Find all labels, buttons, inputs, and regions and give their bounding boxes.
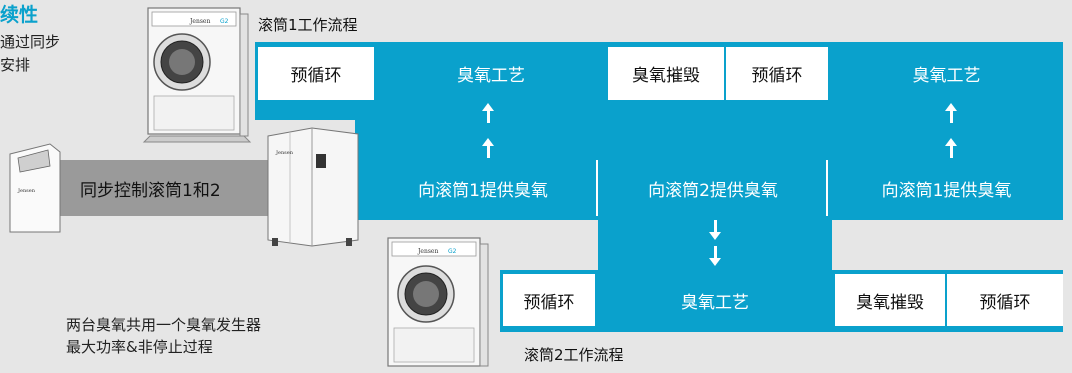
drum1-step-ozone-1: 臭氧工艺 <box>376 47 606 100</box>
washer-1-brand: Jensen <box>189 18 210 25</box>
drum2-step-destroy: 臭氧摧毁 <box>835 274 945 326</box>
note-line-2: 最大功率&非停止过程 <box>66 338 213 356</box>
drum2-step-preloop-2: 预循环 <box>947 274 1063 326</box>
controller-brand: Jensen <box>17 188 36 194</box>
drum2-step-preloop-1: 预循环 <box>503 274 595 326</box>
drum1-step-ozone-2: 臭氧工艺 <box>830 47 1063 100</box>
generator-brand: Jensen <box>275 150 294 156</box>
washer-1-icon: Jensen G2 <box>142 7 252 143</box>
intro-line-1: 通过同步 <box>0 33 61 51</box>
washer-1-model: G2 <box>220 18 229 25</box>
drum1-step-destroy: 臭氧摧毁 <box>608 47 724 100</box>
intro-heading: 续性 <box>0 4 39 26</box>
note-line-1: 两台臭氧共用一个臭氧发生器 <box>66 316 262 334</box>
washer-2-icon: Jensen G2 <box>387 237 489 367</box>
supply-step-drum1-a: 向滚筒1提供臭氧 <box>370 160 598 216</box>
supply-step-drum1-b: 向滚筒1提供臭氧 <box>830 160 1063 216</box>
controller-terminal-icon: Jensen <box>9 143 61 233</box>
intro-line-2: 安排 <box>0 56 31 74</box>
drum1-title: 滚筒1工作流程 <box>258 16 358 34</box>
drum1-step-preloop-1: 预循环 <box>258 47 374 100</box>
drum2-title: 滚筒2工作流程 <box>524 346 624 364</box>
washer-2-brand: Jensen <box>417 248 438 255</box>
ozone-generator-icon: Jensen <box>267 127 359 247</box>
washer-2-model: G2 <box>448 248 457 255</box>
drum1-step-preloop-2: 预循环 <box>726 47 828 100</box>
drum2-step-ozone: 臭氧工艺 <box>597 274 833 326</box>
supply-step-drum2: 向滚筒2提供臭氧 <box>600 160 828 216</box>
